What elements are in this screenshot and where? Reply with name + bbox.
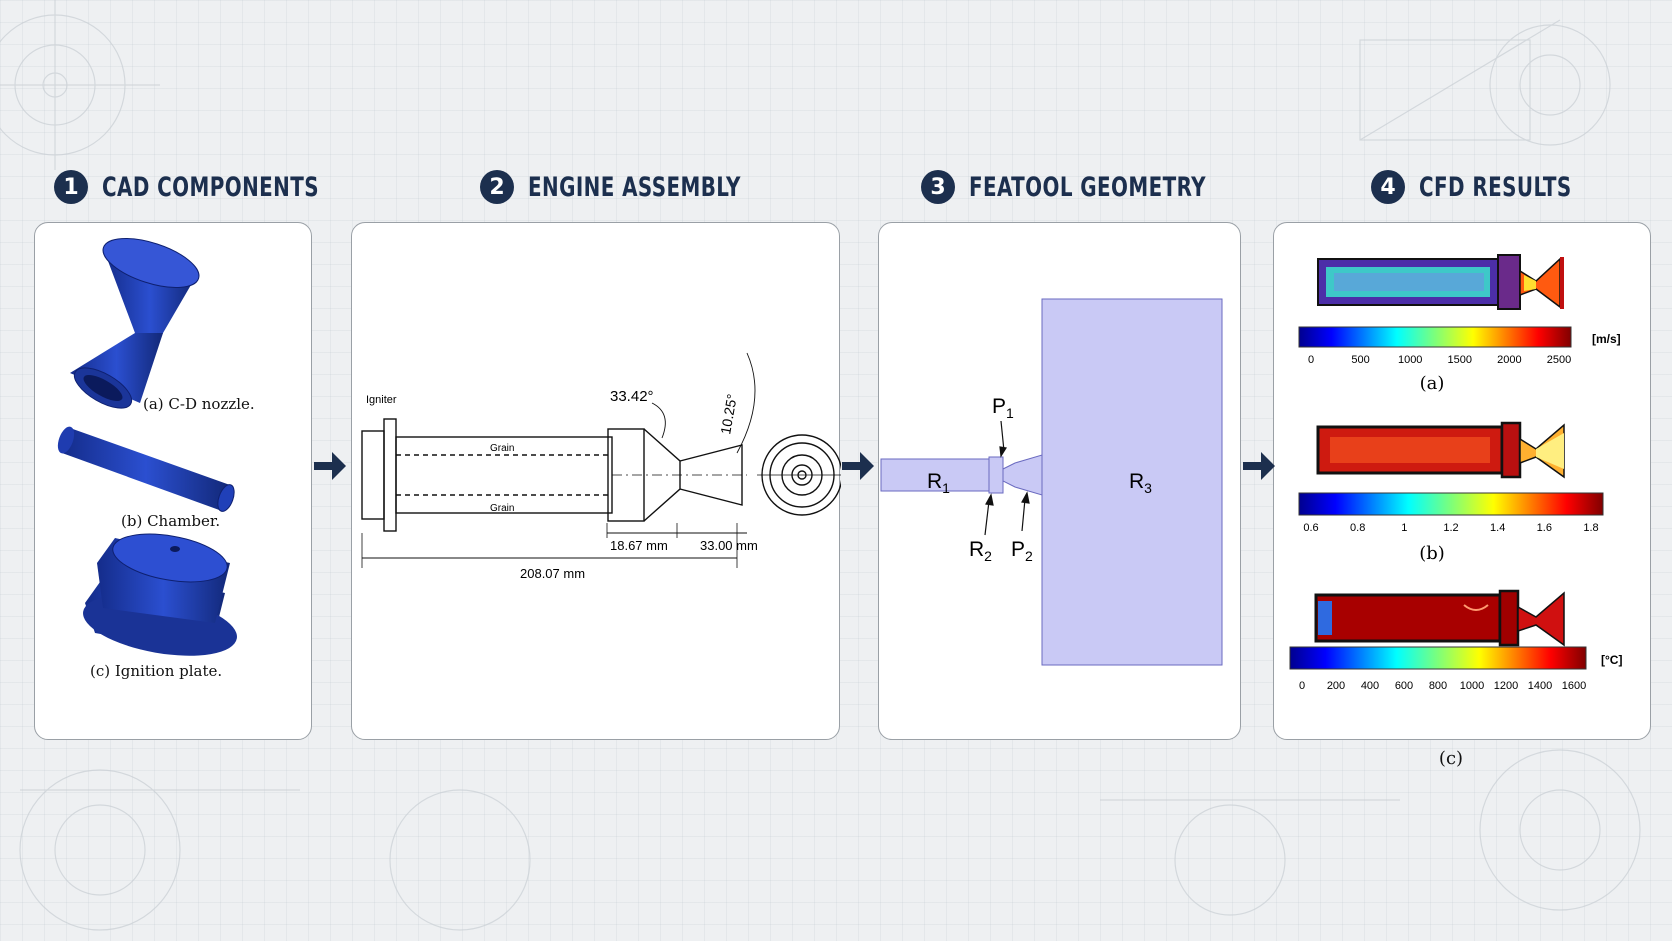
step-number: 2 — [480, 170, 514, 204]
ignition-plate-caption: (c) Ignition plate. — [90, 662, 222, 680]
step-number: 4 — [1371, 170, 1405, 204]
temperature-colorbar — [1289, 646, 1587, 670]
point-p1-label: P1 — [992, 395, 1014, 421]
velocity-contour-plot — [1317, 254, 1564, 310]
colorbar-tick-label: 2500 — [1547, 354, 1571, 366]
temperature-unit: [°C] — [1601, 653, 1622, 667]
colorbar-tick-label: 1200 — [1494, 680, 1518, 692]
colorbar-tick-label: 200 — [1327, 680, 1345, 692]
step-3-title: 3 FEATOOL GEOMETRY — [921, 170, 1258, 204]
dimension-18-67: 18.67 mm — [610, 538, 668, 553]
angle-label-1: 33.42° — [610, 388, 654, 405]
step-1-title: 1 CAD COMPONENTS — [54, 170, 367, 204]
flow-arrow-icon — [842, 452, 874, 480]
colorbar-tick-label: 0 — [1308, 354, 1314, 366]
assembly-drawing — [361, 352, 841, 568]
dimension-33-00: 33.00 mm — [700, 538, 758, 553]
temperature-plot-label: (c) — [1438, 748, 1464, 769]
step-label: CFD RESULTS — [1419, 171, 1572, 203]
colorbar-tick-label: 1.6 — [1537, 522, 1552, 534]
velocity-colorbar-ticks: 0 500 1000 1500 2000 2500 — [1308, 354, 1571, 366]
ignition-plate-image — [83, 533, 237, 656]
colorbar-tick-label: 800 — [1429, 680, 1447, 692]
colorbar-tick-label: 1500 — [1448, 354, 1472, 366]
dimension-208-07: 208.07 mm — [520, 566, 585, 581]
temperature-contour-plot — [1314, 589, 1565, 647]
colorbar-tick-label: 600 — [1395, 680, 1413, 692]
colorbar-tick-label: 0.8 — [1350, 522, 1365, 534]
step-2-title: 2 ENGINE ASSEMBLY — [480, 170, 788, 204]
colorbar-tick-label: 1000 — [1398, 354, 1422, 366]
region-r1-label: R1 — [927, 470, 950, 496]
colorbar-tick-label: 1600 — [1562, 680, 1586, 692]
colorbar-tick-label: 1000 — [1460, 680, 1484, 692]
igniter-label: Igniter — [366, 394, 397, 406]
cd-nozzle-image — [70, 237, 200, 409]
cd-nozzle-caption: (a) C-D nozzle. — [143, 395, 255, 413]
colorbar-tick-label: 0 — [1299, 680, 1305, 692]
colorbar-tick-label: 2000 — [1497, 354, 1521, 366]
colorbar-tick-label: 1400 — [1528, 680, 1552, 692]
geometry-pointers — [984, 420, 1030, 536]
colorbar-tick-label: 500 — [1351, 354, 1369, 366]
step-number: 1 — [54, 170, 88, 204]
geometry-regions — [880, 298, 1223, 666]
mach-contour-plot — [1316, 421, 1565, 479]
region-r2-label: R2 — [969, 538, 992, 564]
colorbar-tick-label: 1.4 — [1490, 522, 1505, 534]
grain-top-label: Grain — [490, 443, 514, 454]
chamber-caption: (b) Chamber. — [121, 512, 220, 530]
angle-label-2: 10.25° — [717, 393, 740, 436]
colorbar-tick-label: 0.6 — [1303, 522, 1318, 534]
colorbar-tick-label: 1 — [1401, 522, 1407, 534]
mach-colorbar-ticks: 0.6 0.8 1 1.2 1.4 1.6 1.8 — [1303, 522, 1598, 534]
temperature-colorbar-ticks: 0 200 400 600 800 1000 1200 1400 1600 — [1299, 680, 1586, 692]
flow-arrow-icon — [1243, 452, 1275, 480]
mach-colorbar — [1298, 492, 1604, 516]
step-number: 3 — [921, 170, 955, 204]
velocity-plot-label: (a) — [1420, 373, 1445, 394]
step-label: FEATOOL GEOMETRY — [969, 171, 1207, 203]
flow-arrow-icon — [314, 452, 346, 480]
colorbar-tick-label: 400 — [1361, 680, 1379, 692]
velocity-unit: [m/s] — [1592, 332, 1621, 346]
mach-plot-label: (b) — [1419, 543, 1445, 564]
colorbar-tick-label: 1.2 — [1443, 522, 1458, 534]
featool-geometry-panel: R1 R2 R3 P1 P2 — [878, 222, 1241, 740]
region-r3-label: R3 — [1129, 470, 1152, 496]
step-label: CAD COMPONENTS — [102, 171, 320, 203]
point-p2-label: P2 — [1011, 538, 1033, 564]
cad-components-panel: (a) C-D nozzle. (b) Chamber. (c) Ignitio… — [34, 222, 312, 740]
velocity-colorbar — [1298, 326, 1572, 348]
chamber-image — [57, 426, 235, 512]
grain-bottom-label: Grain — [490, 503, 514, 514]
colorbar-tick-label: 1.8 — [1583, 522, 1598, 534]
step-label: ENGINE ASSEMBLY — [528, 171, 741, 203]
engine-assembly-panel: Igniter Grain Grain 33.42° 10.25° 18.67 … — [351, 222, 841, 740]
step-4-title: 4 CFD RESULTS — [1371, 170, 1605, 204]
